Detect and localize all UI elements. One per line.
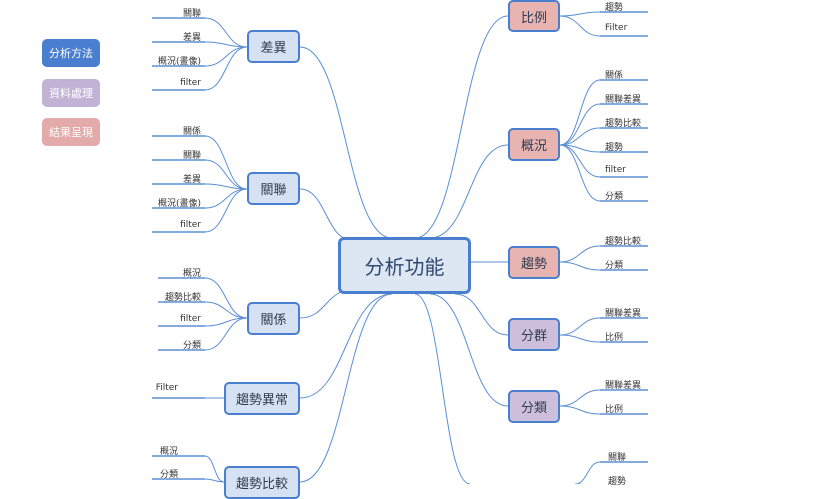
trunk-ratio	[414, 15, 509, 239]
leaf-cluster-1: 關聯差異	[605, 309, 642, 319]
leaf-overview-5: filter	[605, 165, 626, 175]
leaf-link-right-4-0	[559, 389, 601, 407]
leaf-assoc-3: 差異	[182, 175, 201, 185]
branch-node-trend-anomaly[interactable]: 趨勢異常	[224, 382, 300, 415]
leaf-link-right-2-0	[559, 245, 601, 263]
trunk-anomaly	[299, 293, 393, 399]
branch-node-association[interactable]: 關聯	[247, 172, 300, 205]
leaf-diff-3: 概況(畫像)	[157, 57, 201, 67]
leaf-link-left-1-4	[204, 188, 248, 233]
leaf-link-right-1-1	[559, 103, 601, 146]
leaf-assoc-1: 關係	[182, 127, 201, 137]
leaf-trend-2: 分類	[605, 261, 624, 271]
branch-node-trend-compare[interactable]: 趨勢比較	[224, 466, 300, 499]
trunk-diff	[299, 46, 393, 239]
leaf-link-left-2-1	[204, 301, 248, 319]
leaf-link-left-4-1	[204, 478, 225, 483]
leaf-link-right-0-1	[559, 15, 601, 37]
branch-node-trend[interactable]: 趨勢	[508, 246, 560, 279]
leaf-link-left-1-3	[204, 188, 248, 209]
leaf-assoc-2: 關聯	[182, 151, 201, 161]
leaf-link-right-1-5	[559, 144, 601, 202]
leaf-assoc-4: 概況(畫像)	[157, 199, 201, 209]
branch-node-ratio[interactable]: 比例	[508, 0, 560, 32]
trunk-classify	[429, 293, 509, 407]
center-node[interactable]: 分析功能	[338, 237, 471, 294]
leaf-classify-1: 關聯差異	[605, 381, 642, 391]
leaf-link-right-1-2	[559, 127, 601, 146]
trunk-assoc	[299, 188, 353, 241]
leaf-link-left-2-0	[204, 277, 248, 319]
leaf-link-right-1-0	[559, 79, 601, 146]
branch-node-cluster[interactable]: 分群	[508, 318, 560, 351]
leaf-ratio-1: 趨勢	[605, 3, 624, 13]
trunk-relation	[299, 289, 353, 319]
legend-method: 分析方法	[42, 39, 100, 67]
leaf-link-right-0-0	[559, 11, 601, 17]
leaf-classify-2: 比例	[605, 405, 624, 415]
leaf-link-right-4-1	[559, 405, 601, 415]
legend-data-processing: 資料處理	[42, 79, 100, 107]
leaf-diff-2: 差異	[182, 33, 201, 43]
mind-map-connectors	[152, 11, 648, 484]
branch-node-overview[interactable]: 概況	[508, 128, 560, 161]
trunk-overview	[429, 144, 509, 239]
trunk-bottom	[414, 293, 471, 484]
trunk-compare	[299, 293, 393, 483]
leaf-relation-2: 趨勢比較	[164, 293, 201, 303]
leaf-link-left-4-0	[204, 455, 225, 483]
branch-node-diff[interactable]: 差異	[247, 30, 300, 63]
branch-node-classify[interactable]: 分類	[508, 390, 560, 423]
leaf-link-right-2-1	[559, 261, 601, 271]
leaf-link-right-3-1	[559, 334, 601, 343]
leaf-link-right-3-0	[559, 317, 601, 336]
leaf-bottom-2: 趨勢	[608, 477, 627, 487]
leaf-ratio-2: Filter	[605, 23, 628, 33]
legend-result: 結果呈現	[42, 118, 100, 146]
leaf-diff-1: 關聯	[182, 9, 201, 19]
leaf-overview-3: 趨勢比較	[605, 119, 642, 129]
leaf-diff-4: filter	[180, 78, 201, 88]
leaf-relation-1: 概況	[182, 269, 201, 279]
leaf-link-left-0-0	[204, 17, 248, 48]
leaf-compare-2: 分類	[159, 470, 178, 480]
leaf-overview-2: 關聯差異	[605, 95, 642, 105]
trunk-cluster	[454, 293, 509, 336]
leaf-anomaly-1: Filter	[155, 383, 178, 393]
leaf-trend-1: 趨勢比較	[605, 237, 642, 247]
leaf-compare-1: 概況	[159, 447, 178, 457]
leaf-relation-4: 分類	[182, 341, 201, 351]
leaf-bottom-1: 關聯	[608, 453, 627, 463]
leaf-overview-6: 分類	[605, 192, 624, 202]
leaf-overview-4: 趨勢	[605, 143, 624, 153]
leaf-link-left-0-2	[204, 46, 248, 67]
leaf-relation-3: filter	[180, 314, 201, 324]
leaf-overview-1: 關係	[605, 71, 624, 81]
leaf-assoc-5: filter	[180, 220, 201, 230]
leaf-link-left-1-0	[204, 135, 248, 190]
branch-node-relation[interactable]: 關係	[247, 302, 300, 335]
leaf-link-left-0-3	[204, 46, 248, 91]
leaf-link-left-2-3	[204, 317, 248, 351]
leaf-cluster-2: 比例	[605, 333, 624, 343]
leaf-link-left-1-1	[204, 159, 248, 190]
leaf-link-right-5-0	[574, 461, 601, 484]
